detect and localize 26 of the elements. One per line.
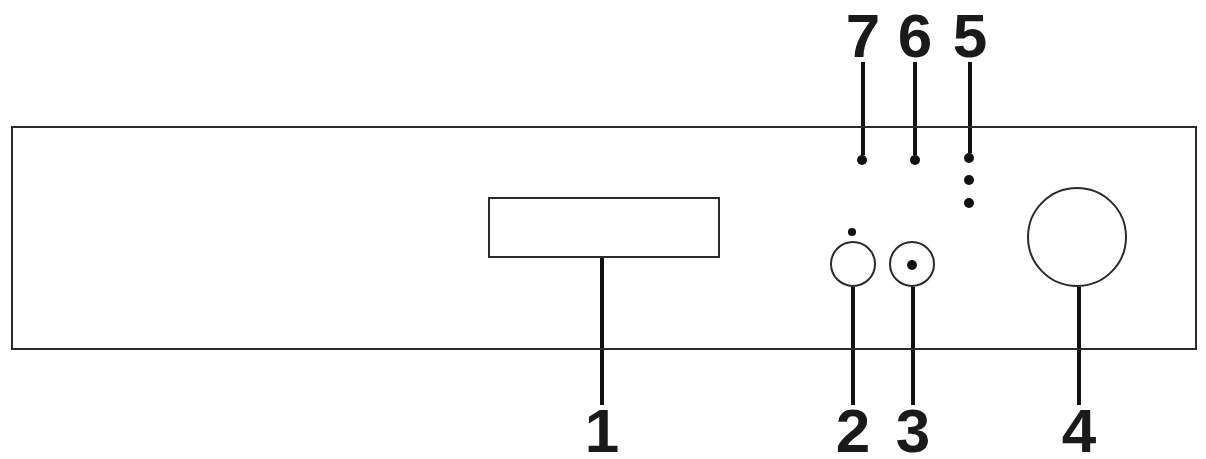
leader-line — [600, 258, 604, 405]
dot-icon — [848, 228, 856, 236]
control-panel — [11, 126, 1197, 350]
round-button — [889, 241, 935, 287]
display-window — [488, 197, 720, 258]
leader-line — [851, 287, 855, 405]
leader-line — [1077, 286, 1081, 405]
dot-icon — [964, 153, 974, 163]
leader-line — [911, 287, 915, 405]
callout-number: 5 — [952, 10, 988, 62]
callout-number: 1 — [584, 405, 620, 457]
callout-number: 6 — [897, 10, 933, 62]
leader-line — [913, 62, 917, 155]
dot-icon — [857, 155, 867, 165]
callout-number: 4 — [1061, 405, 1097, 457]
leader-line — [968, 62, 972, 154]
round-button — [830, 241, 876, 287]
rotary-knob — [1027, 187, 1127, 287]
callout-number: 7 — [845, 10, 881, 62]
dot-icon — [910, 155, 920, 165]
dot-icon — [964, 175, 974, 185]
callout-number: 2 — [835, 405, 871, 457]
dot-icon — [907, 260, 917, 270]
leader-line — [861, 62, 865, 156]
dot-icon — [964, 198, 974, 208]
callout-number: 3 — [895, 405, 931, 457]
